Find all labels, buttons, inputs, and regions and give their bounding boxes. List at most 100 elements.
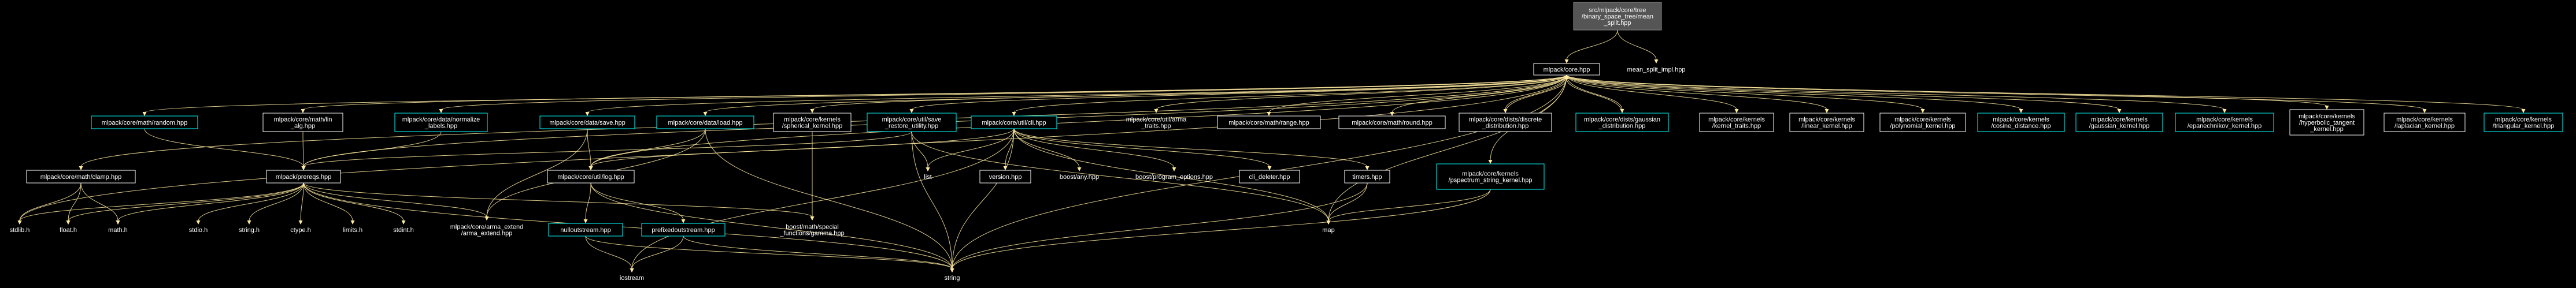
- node-version[interactable]: version.hpp: [979, 170, 1031, 184]
- arrowhead-root-to-meanimpl: [1654, 59, 1659, 63]
- node-save[interactable]: mlpack/core/data/save.hpp: [539, 115, 635, 129]
- edge-nulloutstream-to-string: [585, 235, 953, 270]
- node-prereqs[interactable]: mlpack/prereqs.hpp: [266, 170, 341, 184]
- node-cosine[interactable]: mlpack/core/kernels/cosine_distance.hpp: [1977, 113, 2065, 132]
- node-label-range-0: mlpack/core/math/range.hpp: [1228, 119, 1309, 126]
- edge-core-to-tri: [1566, 74, 2524, 110]
- node-box-range: [1217, 115, 1321, 129]
- edge-core-to-normalize: [441, 74, 1567, 110]
- node-lin[interactable]: mlpack/core/math/lin_alg.hpp: [262, 113, 343, 132]
- node-box-clamp: [26, 170, 136, 184]
- node-label-nystring-1: /pspectrum_string_kernel.hpp: [1449, 177, 1533, 184]
- node-clamp[interactable]: mlpack/core/math/clamp.hpp: [26, 170, 136, 184]
- node-label-savevec-1: _restore_utility.hpp: [884, 123, 938, 130]
- arrowhead-nystring-to-map: [1326, 220, 1331, 225]
- node-savevec[interactable]: mlpack/core/util/save_restore_utility.hp…: [867, 113, 957, 132]
- arrowhead-prereqs-to-limits: [350, 220, 355, 225]
- node-log[interactable]: mlpack/core/util/log.hpp: [547, 170, 635, 184]
- node-discrete[interactable]: mlpack/core/dists/discrete_distribution.…: [1459, 113, 1552, 132]
- node-box-epan: [2175, 113, 2274, 132]
- node-box-laplace: [2383, 113, 2466, 132]
- node-gaussdist[interactable]: mlpack/core/dists/gaussian_distribution.…: [1575, 113, 1669, 132]
- node-label-hyper-0: mlpack/core/kernels: [2299, 113, 2355, 120]
- node-label-log-0: mlpack/core/util/log.hpp: [557, 174, 624, 181]
- node-random[interactable]: mlpack/core/math/random.hpp: [91, 115, 198, 129]
- node-label-gaussdist-0: mlpack/core/dists/gaussian: [1584, 117, 1660, 124]
- node-box-random: [91, 115, 198, 129]
- node-spherical[interactable]: mlpack/core/kernels/spherical_kernel.hpp: [773, 113, 852, 132]
- arrowhead-core-to-hyper: [2325, 106, 2329, 110]
- arrowhead-cli-to-boostany: [1077, 167, 1082, 171]
- node-string: string: [945, 275, 960, 282]
- node-nystring[interactable]: mlpack/core/kernels/pspectrum_string_ker…: [1436, 163, 1545, 190]
- node-load[interactable]: mlpack/core/data/load.hpp: [656, 115, 754, 129]
- node-box-linear: [1789, 113, 1864, 132]
- node-label-stringh-0: string.h: [239, 227, 260, 234]
- node-stdio: stdio.h: [189, 227, 208, 234]
- edge-cli-to-log: [590, 128, 1015, 167]
- node-label-tri-1: /triangular_kernel.hpp: [2493, 123, 2554, 130]
- node-laplace[interactable]: mlpack/core/kernels/laplacian_kernel.hpp: [2383, 113, 2466, 132]
- node-box-round: [1338, 115, 1446, 129]
- node-label-save-0: mlpack/core/data/save.hpp: [549, 119, 625, 126]
- node-meanimpl: mean_split_impl.hpp: [1627, 66, 1686, 73]
- node-box-root: [1573, 2, 1662, 31]
- node-clideleter[interactable]: cli_deleter.hpp: [1239, 170, 1300, 184]
- arrowhead-prereqs-to-ctype: [298, 220, 303, 225]
- node-cli[interactable]: mlpack/core/util/cli.hpp: [971, 115, 1057, 129]
- node-label-iostream-0: iostream: [620, 275, 644, 282]
- node-label-armaextend-0: mlpack/core/arma_extend: [450, 224, 524, 231]
- node-label-limits-0: limits.h: [343, 227, 362, 234]
- node-linear[interactable]: mlpack/core/kernels/linear_kernel.hpp: [1789, 113, 1864, 132]
- arrowhead-cli-to-timers: [1365, 166, 1370, 170]
- node-label-stdint-0: stdint.h: [393, 227, 413, 234]
- node-label-cosine-1: /cosine_distance.hpp: [1991, 123, 2051, 130]
- node-label-prefixed-0: prefixedoutstream.hpp: [652, 227, 715, 234]
- node-tri[interactable]: mlpack/core/kernels/triangular_kernel.hp…: [2484, 113, 2563, 132]
- node-list: list: [924, 174, 931, 181]
- edge-savevec-to-string: [911, 131, 953, 270]
- node-box-log: [547, 170, 635, 184]
- node-box-ktraits: [1699, 113, 1774, 132]
- node-root[interactable]: src/mlpack/core/tree/binary_space_tree/m…: [1573, 2, 1662, 31]
- node-prefixed[interactable]: prefixedoutstream.hpp: [641, 223, 726, 237]
- edge-core-to-poly: [1566, 74, 1923, 110]
- arrowhead-core-to-normalize: [439, 109, 443, 113]
- node-label-laplace-0: mlpack/core/kernels: [2396, 117, 2453, 124]
- node-label-gaussk-1: /gaussian_kernel.hpp: [2089, 123, 2150, 130]
- node-gaussk[interactable]: mlpack/core/kernels/gaussian_kernel.hpp: [2075, 113, 2163, 132]
- node-box-cli: [971, 115, 1057, 129]
- edge-core-to-range: [1268, 74, 1567, 113]
- node-box-nystring: [1436, 163, 1545, 190]
- node-label-stdio-0: stdio.h: [189, 227, 208, 234]
- edge-cli-to-clideleter: [1013, 128, 1270, 167]
- arrowhead-core-to-cosine: [2019, 109, 2023, 113]
- node-boostany: boost/any.hpp: [1060, 174, 1099, 181]
- node-normalize[interactable]: mlpack/core/data/normalize_labels.hpp: [394, 113, 488, 132]
- edge-load-to-string: [705, 128, 953, 270]
- node-label-discrete-0: mlpack/core/dists/discrete: [1469, 117, 1542, 124]
- edge-core-to-gaussdist: [1566, 74, 1623, 110]
- node-ktraits[interactable]: mlpack/core/kernels/kernel_traits.hpp: [1699, 113, 1774, 132]
- node-core[interactable]: mlpack/core.hpp: [1533, 63, 1600, 76]
- node-nulloutstream[interactable]: nulloutstream.hpp: [548, 223, 623, 237]
- node-timers[interactable]: timers.hpp: [1344, 170, 1390, 184]
- node-round[interactable]: mlpack/core/math/round.hpp: [1338, 115, 1446, 129]
- node-label-load-0: mlpack/core/data/load.hpp: [668, 119, 742, 126]
- node-label-string-0: string: [945, 275, 960, 282]
- node-box-tri: [2484, 113, 2563, 132]
- edge-normalize-to-prereqs: [303, 131, 442, 167]
- node-poly[interactable]: mlpack/core/kernels/polynomial_kernel.hp…: [1879, 113, 1966, 132]
- node-label-armaextend-1: /arma_extend.hpp: [461, 230, 513, 237]
- node-box-core: [1533, 63, 1600, 76]
- node-map: map: [1322, 227, 1334, 234]
- node-box-normalize: [394, 113, 488, 132]
- node-range[interactable]: mlpack/core/math/range.hpp: [1217, 115, 1321, 129]
- node-math: math.h: [108, 227, 128, 234]
- edge-core-to-armatraits: [1156, 74, 1567, 110]
- node-hyper[interactable]: mlpack/core/kernels/hyperbolic_tangent_k…: [2289, 109, 2364, 136]
- node-epan[interactable]: mlpack/core/kernels/epanechnikov_kernel.…: [2175, 113, 2274, 132]
- node-iostream: iostream: [620, 275, 644, 282]
- node-label-gaussdist-1: _distribution.hpp: [1598, 123, 1646, 130]
- edge-log-to-string: [590, 182, 953, 270]
